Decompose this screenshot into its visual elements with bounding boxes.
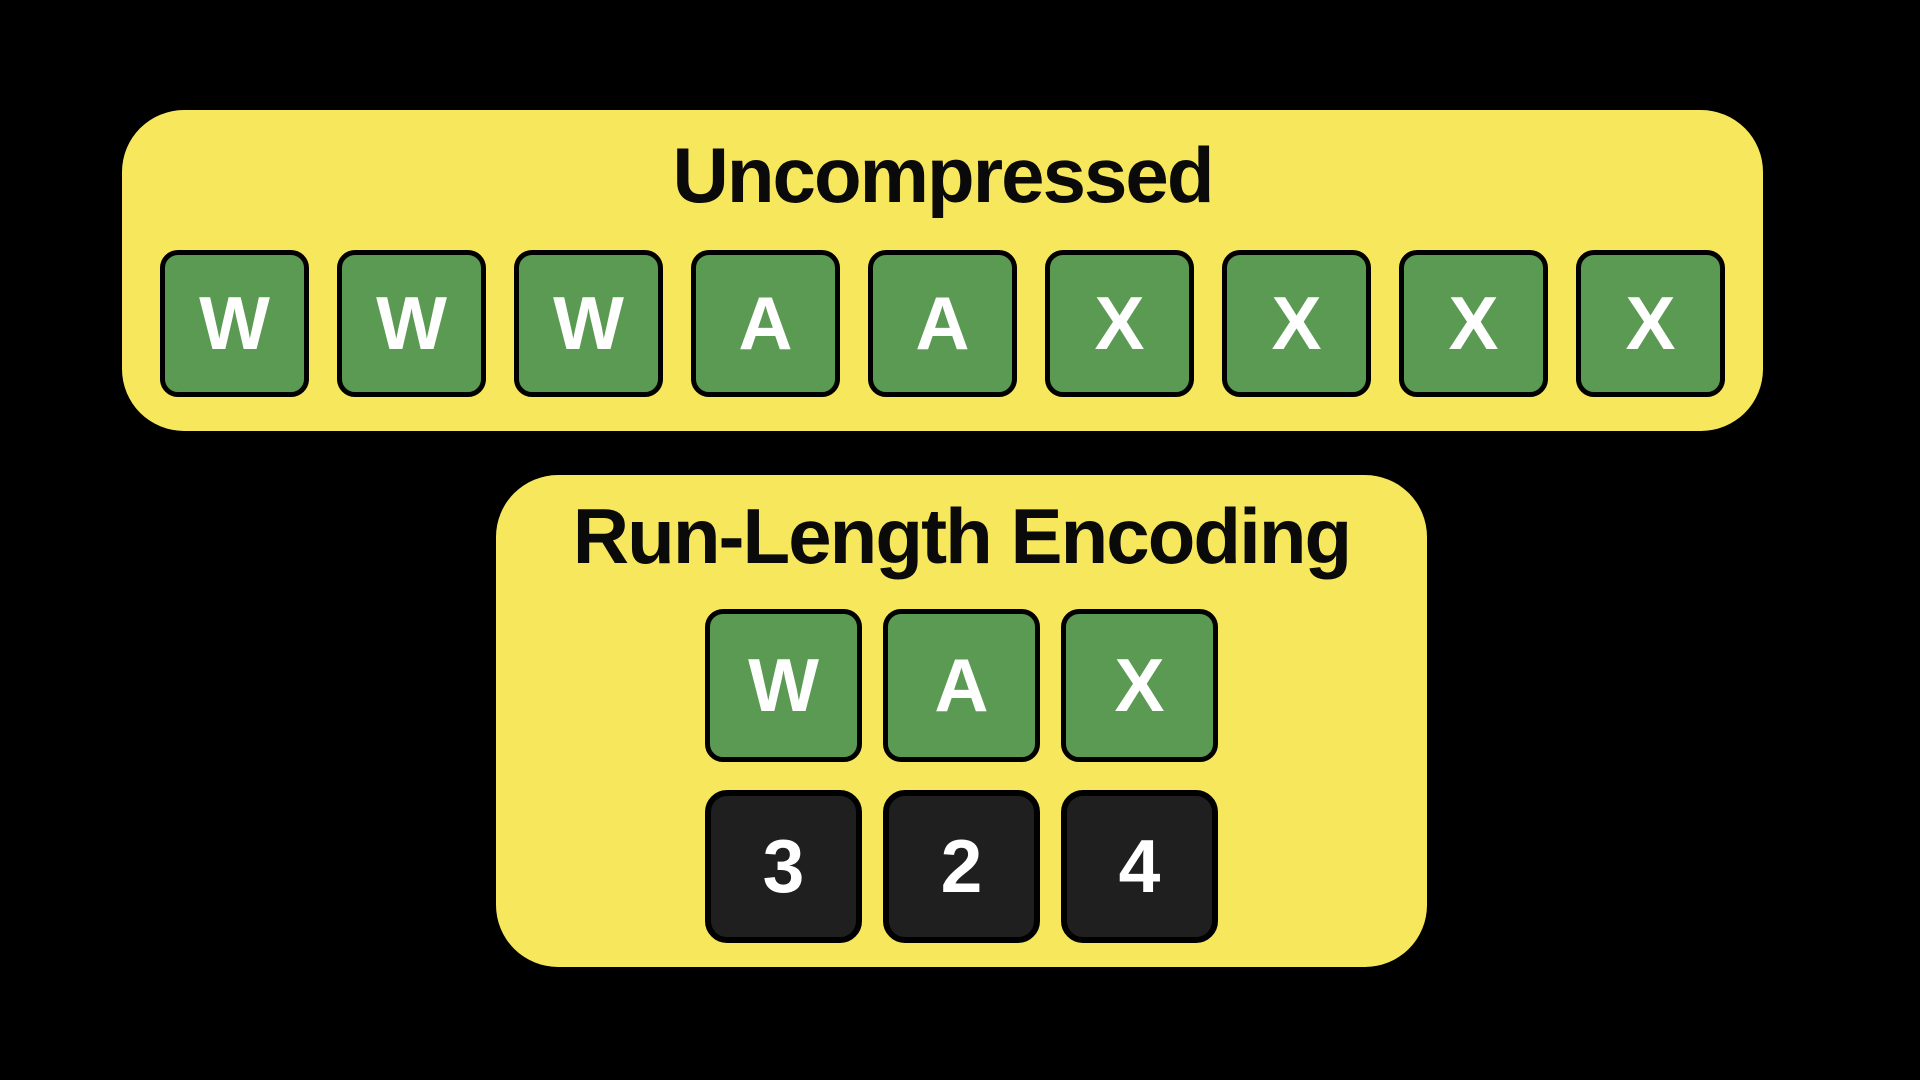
letter-tile: W — [160, 250, 309, 397]
symbol-tile: A — [883, 609, 1040, 762]
letter-tile: W — [514, 250, 663, 397]
letter-tile: X — [1222, 250, 1371, 397]
uncompressed-tile-row: W W W A A X X X X — [160, 250, 1725, 397]
rle-title: Run-Length Encoding — [572, 492, 1352, 580]
rle-panel: Run-Length Encoding W A X 3 2 4 — [496, 475, 1427, 967]
letter-tile: X — [1576, 250, 1725, 397]
uncompressed-title: Uncompressed — [672, 131, 1214, 219]
letter-tile: A — [868, 250, 1017, 397]
letter-tile: W — [337, 250, 486, 397]
symbol-tile: X — [1061, 609, 1218, 762]
symbol-tile: W — [705, 609, 862, 762]
rle-symbol-row: W A X — [705, 609, 1218, 762]
uncompressed-panel: Uncompressed W W W A A X X X X — [122, 110, 1763, 431]
count-tile: 3 — [705, 790, 862, 943]
count-tile: 4 — [1061, 790, 1218, 943]
letter-tile: X — [1399, 250, 1548, 397]
rle-count-row: 3 2 4 — [705, 790, 1218, 943]
letter-tile: X — [1045, 250, 1194, 397]
letter-tile: A — [691, 250, 840, 397]
count-tile: 2 — [883, 790, 1040, 943]
